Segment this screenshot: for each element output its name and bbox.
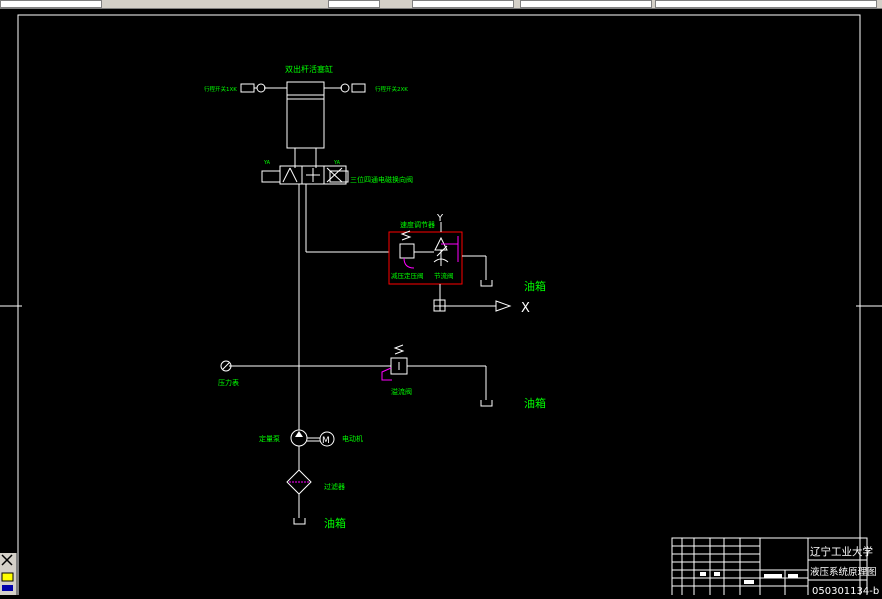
reducing-valve-label: 减压定压阀	[391, 271, 424, 280]
gauge-label: 压力表	[218, 378, 239, 387]
double-rod-cylinder	[264, 81, 342, 149]
tank-symbol	[480, 400, 493, 407]
tool-icon[interactable]	[0, 553, 16, 595]
tank-symbol	[480, 280, 493, 287]
title-block-drawing-number: 050301134-b	[812, 586, 879, 595]
speed-regulator	[388, 230, 487, 285]
flow-arrow	[495, 300, 512, 312]
tank-label-3: 油箱	[324, 516, 346, 530]
relief-valve	[381, 344, 408, 381]
valve-label: 三位四通电磁换向阀	[350, 175, 413, 184]
motor-label: 电动机	[342, 434, 363, 443]
solenoid-valve	[261, 165, 349, 185]
title-block-drawing-title: 液压系统原理图	[810, 566, 877, 578]
limit-switch-left	[240, 83, 266, 93]
speed-regulator-label: 速度调节器	[400, 220, 435, 229]
pressure-gauge-icon	[220, 360, 232, 372]
toolbar-field[interactable]	[0, 0, 102, 8]
left-limit-label: 行程开关1XK	[204, 85, 237, 93]
limit-switch-right	[340, 83, 366, 93]
filter-label: 过滤器	[324, 482, 345, 491]
toolbar-field[interactable]	[328, 0, 380, 8]
pump-icon	[290, 429, 320, 447]
valve-right-coil-label: YA	[333, 160, 341, 166]
relief-valve-label: 溢流阀	[391, 387, 412, 396]
x-mark: X	[521, 301, 530, 316]
title-block	[671, 537, 868, 595]
toolbar-field[interactable]	[655, 0, 877, 8]
tank-label-1: 油箱	[524, 279, 546, 293]
tank-symbol	[293, 518, 306, 525]
toolbar-field[interactable]	[412, 0, 514, 8]
title-block-school: 辽宁工业大学	[810, 545, 873, 558]
drawing-frame	[17, 14, 861, 595]
cad-toolbar	[0, 0, 882, 9]
motor-icon: M	[319, 431, 335, 447]
throttle-valve-label: 节流阀	[434, 271, 454, 280]
pump-label: 定量泵	[259, 434, 280, 443]
right-limit-label: 行程开关2XK	[375, 85, 408, 93]
side-tool-panel	[0, 553, 17, 595]
filter-icon	[286, 469, 312, 495]
cylinder-title: 双出杆活塞缸	[285, 64, 333, 74]
y-mark: Y	[436, 213, 444, 224]
motor-symbol: M	[322, 436, 330, 446]
toolbar-field[interactable]	[520, 0, 652, 8]
hydraulic-schematic: 双出杆活塞缸 行程开关1XK 行程开关2XK YA YA 三位四通电磁换向阀	[0, 14, 882, 595]
drawing-canvas[interactable]: 双出杆活塞缸 行程开关1XK 行程开关2XK YA YA 三位四通电磁换向阀	[0, 9, 882, 595]
valve-left-coil-label: YA	[263, 160, 271, 166]
tank-label-2: 油箱	[524, 396, 546, 410]
